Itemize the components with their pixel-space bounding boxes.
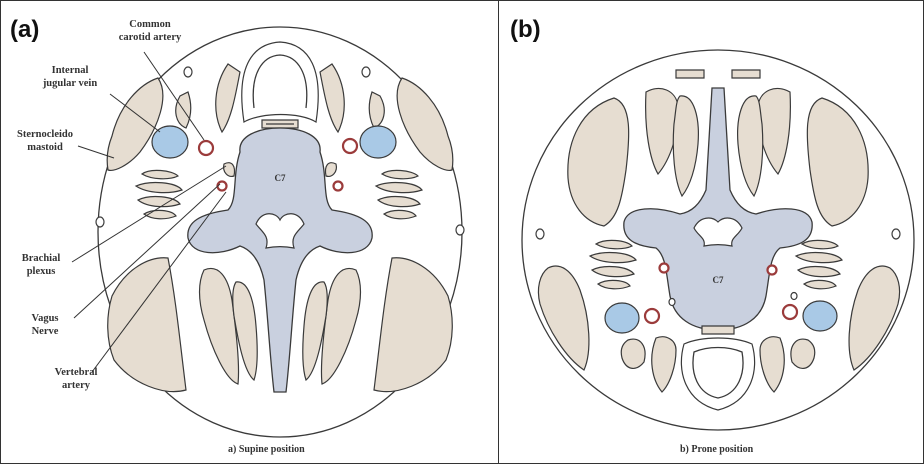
trachea-a — [242, 42, 318, 122]
label-common-carotid-line2: carotid artery — [100, 31, 200, 44]
label-common-carotid: Common carotid artery — [100, 18, 200, 44]
sternocleidomastoid-left-b — [538, 266, 589, 370]
caption-b: b) Prone position — [680, 444, 753, 455]
sternocleidomastoid-left-a — [107, 78, 163, 170]
carotid-right-b — [783, 305, 797, 319]
sternocleidomastoid-right-a — [397, 78, 453, 170]
label-vertebral-line2: artery — [40, 379, 112, 392]
vertebral-artery-left-a — [218, 182, 227, 191]
panel-b-section — [522, 50, 914, 430]
label-vertebral-artery: Vertebral artery — [40, 366, 112, 392]
label-sternocleido-line1: Sternocleido — [2, 128, 88, 141]
label-brachial-line1: Brachial — [10, 252, 72, 265]
strap-muscle-right-a — [320, 64, 344, 132]
trapezius-left-b — [568, 98, 629, 226]
label-brachial-line2: plexus — [10, 265, 72, 278]
caption-a: a) Supine position — [228, 444, 305, 455]
label-vagus-line1: Vagus — [14, 312, 76, 325]
vertebral-artery-left-b — [660, 264, 669, 273]
trapezius-left-a — [108, 258, 186, 392]
label-vagus-line2: Nerve — [14, 325, 76, 338]
label-brachial-plexus: Brachial plexus — [10, 252, 72, 278]
vertebra-label-a: C7 — [264, 172, 296, 185]
panel-a-letter: (a) — [10, 16, 39, 44]
internal-jugular-right-a — [360, 126, 396, 158]
vertebral-artery-right-b — [768, 266, 777, 275]
panel-b-letter: (b) — [510, 16, 541, 44]
vertebral-artery-right-a — [334, 182, 343, 191]
label-internal-jugular-line1: Internal — [20, 64, 120, 77]
label-internal-jugular: Internal jugular vein — [20, 64, 120, 90]
esophagus-b — [702, 326, 734, 334]
trapezius-right-b — [807, 98, 868, 226]
vertebra-label-b: C7 — [702, 274, 734, 287]
label-vertebral-line1: Vertebral — [40, 366, 112, 379]
carotid-left-b — [645, 309, 659, 323]
internal-jugular-left-b — [605, 303, 639, 333]
carotid-left-a — [199, 141, 213, 155]
internal-jugular-right-b — [803, 301, 837, 331]
panel-a-section — [96, 27, 464, 437]
trapezius-right-a — [374, 258, 452, 392]
label-common-carotid-line1: Common — [100, 18, 200, 31]
strap-muscle-left-a — [216, 64, 240, 132]
label-sternocleido-line2: mastoid — [2, 141, 88, 154]
carotid-right-a — [343, 139, 357, 153]
internal-jugular-left-a — [152, 126, 188, 158]
label-sternocleidomastoid: Sternocleido mastoid — [2, 128, 88, 154]
trachea-b — [681, 338, 754, 410]
label-vagus-nerve: Vagus Nerve — [14, 312, 76, 338]
label-internal-jugular-line2: jugular vein — [20, 77, 120, 90]
